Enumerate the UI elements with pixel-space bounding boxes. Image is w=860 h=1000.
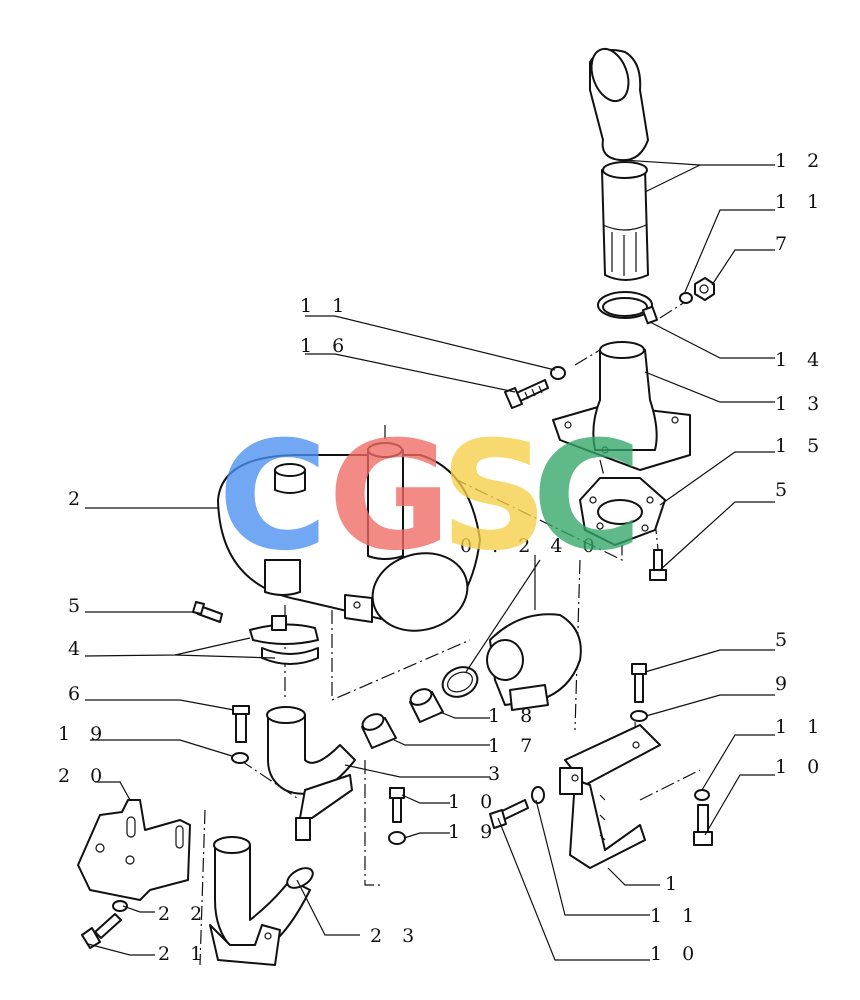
callout-11-bracket: 1 1 xyxy=(650,905,701,927)
washer-part-11-left xyxy=(550,366,566,380)
callout-15: 1 5 xyxy=(775,435,826,457)
callout-19-center: 1 9 xyxy=(448,821,499,843)
callout-18: 1 8 xyxy=(488,705,539,727)
watermark-letter-1: C xyxy=(218,410,328,584)
callout-16: 1 6 xyxy=(300,335,351,357)
callout-3: 3 xyxy=(488,763,507,785)
washer-part-19-center xyxy=(388,831,406,845)
watermark-letter-4: C xyxy=(532,410,642,584)
callout-4: 4 xyxy=(68,638,87,660)
washer-part-11-top xyxy=(679,292,693,304)
callout-14: 1 4 xyxy=(775,349,826,371)
callout-13: 1 3 xyxy=(775,393,826,415)
sleeve-part-17 xyxy=(361,713,397,749)
saddle-clamp-part-4 xyxy=(249,615,319,665)
callout-19-left: 1 9 xyxy=(58,723,109,745)
elbow-pipe-part-3 xyxy=(266,706,356,841)
exhaust-elbow-part-12 xyxy=(589,47,649,281)
callout-5-bracket: 5 xyxy=(775,629,794,651)
washer-part-9 xyxy=(630,710,648,722)
washer-part-11-right xyxy=(694,789,710,801)
callout-9: 9 xyxy=(775,673,794,695)
watermark-letter-2: G xyxy=(328,410,451,584)
callout-11-right: 1 1 xyxy=(775,716,826,738)
washer-part-19-left xyxy=(231,752,249,764)
sleeve-part-18 xyxy=(409,688,444,723)
callout-10-bracket: 1 0 xyxy=(650,943,701,965)
flanged-pipe-part-13 xyxy=(552,341,691,471)
callout-2: 2 xyxy=(68,488,87,510)
callout-7: 7 xyxy=(775,233,794,255)
band-clamp-part-14 xyxy=(597,291,659,325)
bolt-part-21 xyxy=(81,913,122,949)
bolt-part-5-clamp xyxy=(192,601,223,623)
bolt-part-6 xyxy=(232,705,250,743)
bolt-part-10-bracket xyxy=(489,799,529,829)
callout-20: 2 0 xyxy=(58,765,109,787)
callout-12: 1 2 xyxy=(775,150,826,172)
turbocharger-body xyxy=(486,613,582,711)
callout-10-center: 1 0 xyxy=(448,791,499,813)
callout-6: 6 xyxy=(68,683,87,705)
callout-11-left: 1 1 xyxy=(300,295,351,317)
bolt-part-5-bracket xyxy=(631,663,647,703)
cgsc-watermark: C G S C xyxy=(218,410,642,584)
washer-part-22 xyxy=(112,900,128,912)
elbow-pipe-part-23 xyxy=(209,836,314,966)
callout-5-gasket: 5 xyxy=(775,479,794,501)
callout-labels: 1 2 1 1 7 1 1 1 6 1 4 1 3 1 5 2 5 0 . 2 … xyxy=(58,150,826,965)
hose-clamp-part-18 xyxy=(441,666,479,698)
plate-bracket-part-20 xyxy=(77,799,191,901)
leader-lines xyxy=(84,159,775,961)
muffler-part-2 xyxy=(217,442,481,632)
gasket-part-15 xyxy=(579,477,666,546)
callout-23: 2 3 xyxy=(370,925,421,947)
callout-11-top: 1 1 xyxy=(775,191,826,213)
bolt-part-10-right xyxy=(693,804,713,846)
bolt-part-16 xyxy=(504,379,549,409)
callout-21: 2 1 xyxy=(158,943,209,965)
callout-17: 1 7 xyxy=(488,735,539,757)
bolt-part-10-center xyxy=(389,787,405,823)
callout-5-clamp: 5 xyxy=(68,595,87,617)
nut-part-7 xyxy=(694,277,715,301)
watermark-letter-3: S xyxy=(440,410,548,584)
washer-part-11-bracket xyxy=(531,786,545,804)
callout-10-right: 1 0 xyxy=(775,756,826,778)
callout-0240: 0 . 2 4 0 xyxy=(460,535,602,557)
callout-22: 2 2 xyxy=(158,903,209,925)
support-bracket-part-1 xyxy=(559,724,661,869)
bolt-part-5-gasket xyxy=(649,549,667,581)
callout-1: 1 xyxy=(665,873,684,895)
